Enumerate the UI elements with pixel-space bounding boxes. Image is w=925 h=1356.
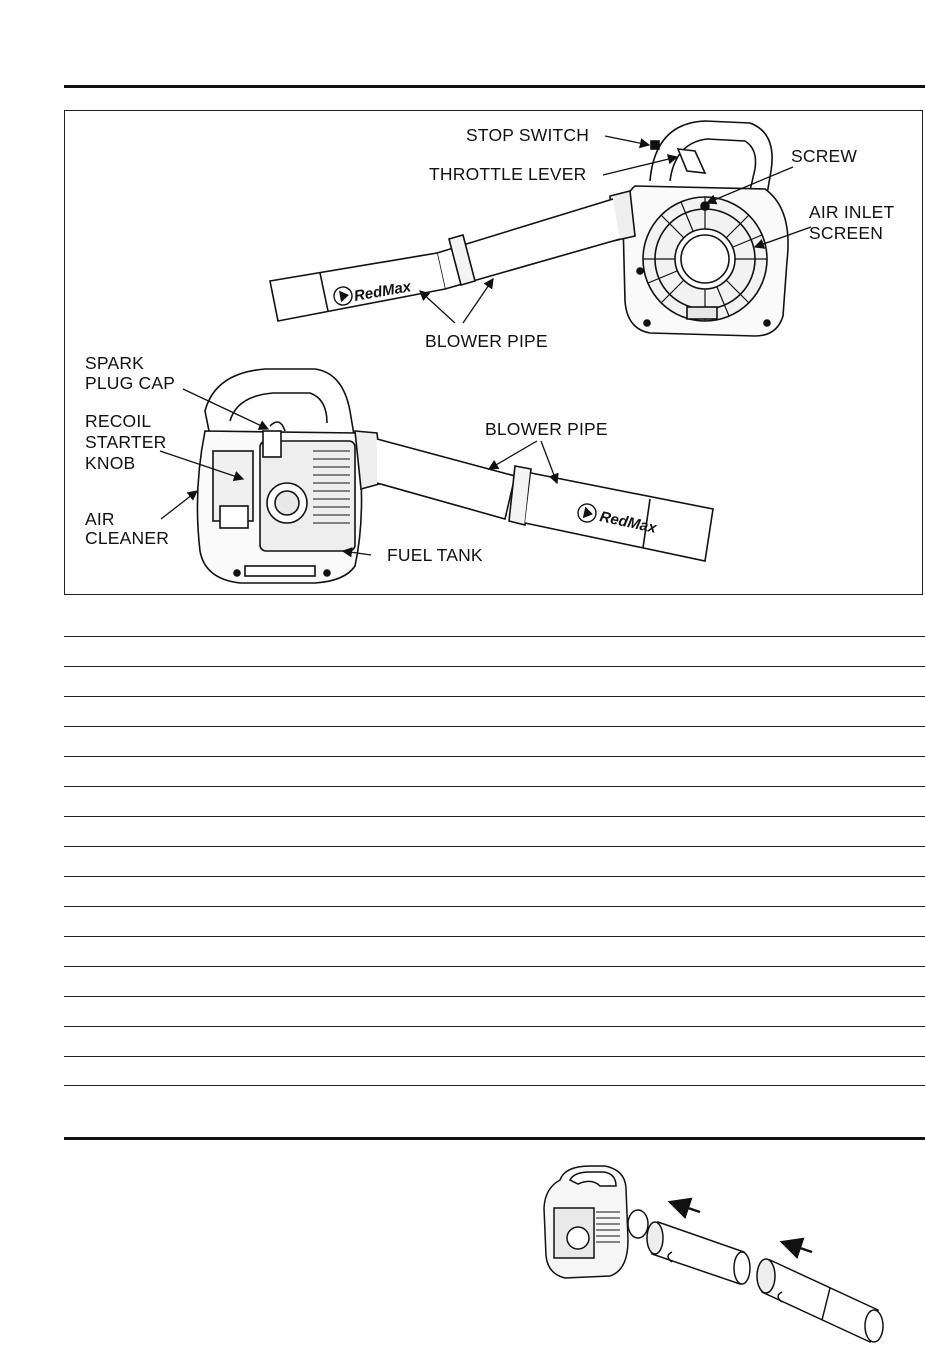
callout-spark-plug-cap-line1: SPARK xyxy=(85,353,145,373)
callout-air-cleaner-line2: CLEANER xyxy=(85,528,170,548)
bottom-rule xyxy=(64,1137,925,1140)
table-row xyxy=(64,996,925,1026)
callout-throttle-lever: THROTTLE LEVER xyxy=(429,164,587,184)
blank-ruled-table xyxy=(64,636,925,1087)
callout-fuel-tank: FUEL TANK xyxy=(387,545,483,565)
table-row xyxy=(64,786,925,816)
table-row xyxy=(64,666,925,696)
upper-blower-drawing xyxy=(269,120,789,337)
table-row xyxy=(64,1056,925,1086)
redmax-logo-upper xyxy=(333,286,353,306)
table-row xyxy=(64,726,925,756)
table-row xyxy=(64,756,925,786)
callout-recoil-starter-knob-line2: STARTER xyxy=(85,432,167,452)
top-rule xyxy=(64,85,925,88)
lower-blower-drawing xyxy=(196,368,714,584)
callout-blower-pipe-upper: BLOWER PIPE xyxy=(425,331,548,351)
table-row xyxy=(64,1026,925,1056)
table-row xyxy=(64,846,925,876)
table-row xyxy=(64,876,925,906)
leader-lines xyxy=(159,135,812,558)
callout-recoil-starter-knob-line3: KNOB xyxy=(85,453,136,473)
callout-blower-pipe-lower: BLOWER PIPE xyxy=(485,419,608,439)
table-row xyxy=(64,906,925,936)
table-row xyxy=(64,696,925,726)
callout-spark-plug-cap-line2: PLUG CAP xyxy=(85,373,176,393)
pipe-assembly-illustration xyxy=(543,1165,884,1344)
callout-stop-switch: STOP SWITCH xyxy=(466,125,590,145)
redmax-logo-lower xyxy=(577,503,597,523)
table-row xyxy=(64,636,925,666)
callout-air-inlet-screen-line2: SCREEN xyxy=(809,223,884,243)
callout-recoil-starter-knob-line1: RECOIL xyxy=(85,411,152,431)
parts-identification-figure: RedMax xyxy=(64,110,923,595)
table-row xyxy=(64,936,925,966)
blower-illustration: RedMax xyxy=(159,120,812,584)
callout-air-inlet-screen-line1: AIR INLET xyxy=(809,202,895,222)
table-row xyxy=(64,816,925,846)
callout-air-cleaner-line1: AIR xyxy=(85,509,115,529)
table-row xyxy=(64,966,925,996)
callout-screw: SCREW xyxy=(791,146,858,166)
